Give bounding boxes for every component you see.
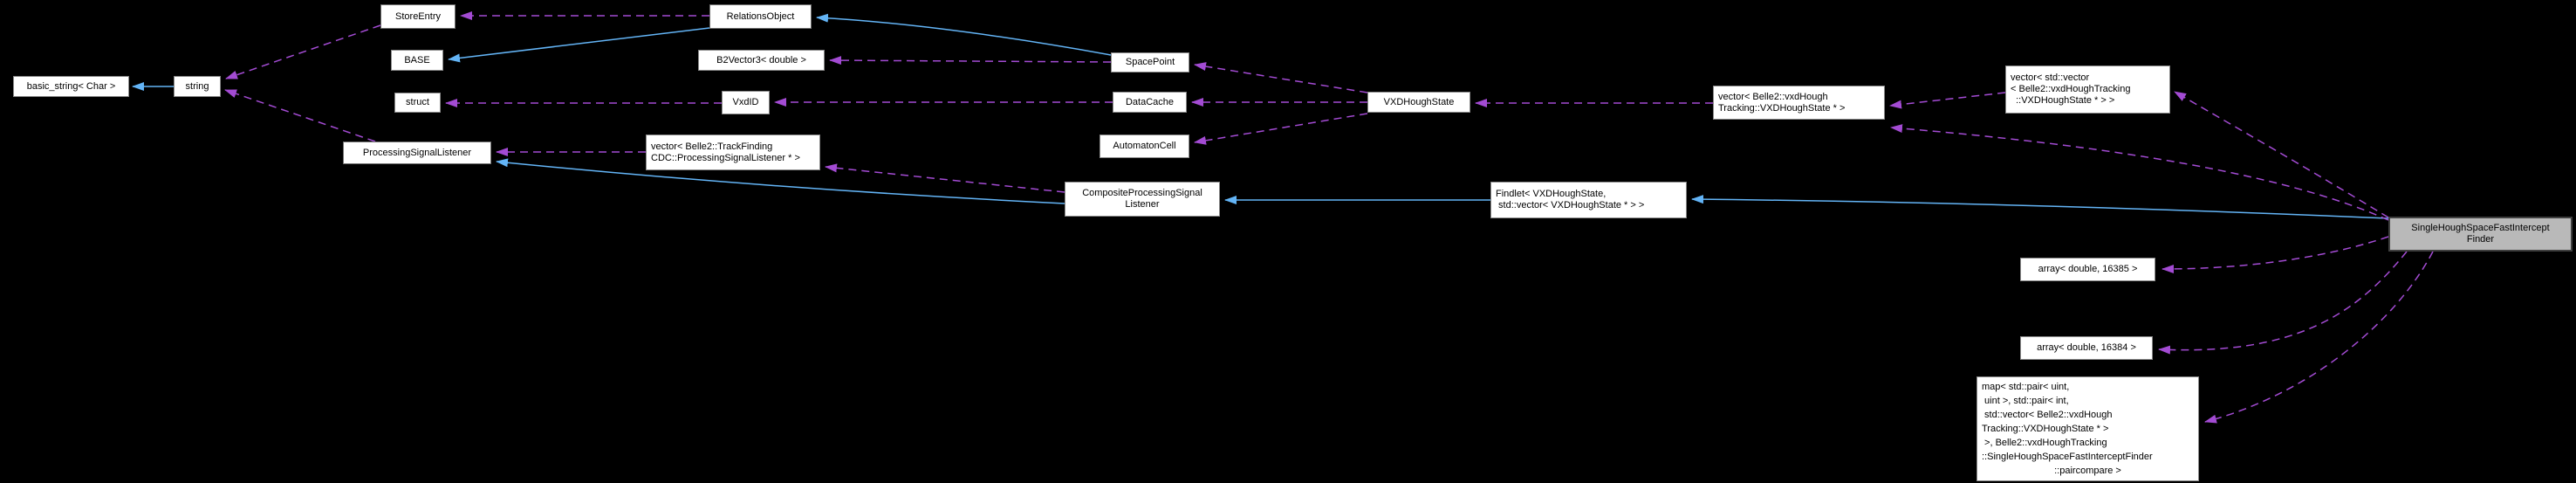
edge-spacepoint-relationsobject <box>816 13 1112 56</box>
node-processing-signal-listener[interactable]: ProcessingSignalListener <box>343 141 491 164</box>
node-label-line: SingleHoughSpaceFastIntercept <box>2411 223 2550 233</box>
node-vxd-hough-state[interactable]: VXDHoughState <box>1367 92 1470 113</box>
node-vector-processing-signal-listener[interactable]: vector< Belle2::TrackFinding CDC::Proces… <box>646 135 820 170</box>
node-label-line: ::paircompare > <box>2054 466 2121 476</box>
node-label: array< double, 16384 > <box>2037 342 2136 353</box>
edge-composite-psl <box>496 158 1065 204</box>
node-label: BASE <box>404 54 430 66</box>
node-struct[interactable]: struct <box>394 93 441 113</box>
node-label: string <box>185 80 209 92</box>
node-vector-vxd-hough-state[interactable]: vector< Belle2::vxdHough Tracking::VXDHo… <box>1713 86 1885 120</box>
edge-storeentry-string <box>225 24 381 79</box>
edge-composite-vectorpsl <box>825 163 1065 193</box>
node-label-line: ::VXDHoughState * > > <box>2011 95 2115 106</box>
node-label-line: Listener <box>1125 199 1160 210</box>
node-label-line: vector< std::vector <box>2011 72 2090 83</box>
node-label: struct <box>406 97 429 107</box>
node-label-line: uint >, std::pair< int, <box>1982 396 2069 406</box>
node-b2vector3[interactable]: B2Vector3< double > <box>698 50 825 71</box>
node-label-line: CDC::ProcessingSignalListener * > <box>651 152 800 163</box>
node-store-entry[interactable]: StoreEntry <box>380 4 456 29</box>
edge-singlehough-map <box>2204 251 2434 424</box>
edge-singlehough-vectorvxd <box>1890 124 2389 221</box>
node-label: SpacePoint <box>1125 57 1175 67</box>
edge-vxdhoughstate-automatoncell <box>1194 113 1368 145</box>
node-label: DataCache <box>1125 96 1175 107</box>
node-vxdid[interactable]: VxdID <box>722 91 770 114</box>
edge-singlehough-vectorvecvxd <box>2174 91 2389 218</box>
node-label: AutomatonCell <box>1113 141 1176 151</box>
edge-vxdhoughstate-spacepoint <box>1194 62 1368 93</box>
node-label-line: Tracking::VXDHoughState * > <box>1982 424 2109 434</box>
node-findlet[interactable]: Findlet< VXDHoughState, std::vector< VXD… <box>1490 182 1687 218</box>
node-map-paircompare[interactable]: map< std::pair< uint, uint >, std::pair<… <box>1977 376 2199 481</box>
node-label-line: Tracking::VXDHoughState * > <box>1718 102 1846 114</box>
node-label: basic_string< Char > <box>26 80 116 92</box>
node-label-line: vector< Belle2::vxdHough <box>1718 91 1828 102</box>
node-label: VXDHoughState <box>1383 96 1455 107</box>
node-label: RelationsObject <box>726 10 795 22</box>
node-label-line: Finder <box>2466 234 2495 245</box>
edge-singlehough-findlet <box>1691 195 2389 219</box>
node-basic-string[interactable]: basic_string< Char > <box>13 76 129 97</box>
edge-spacepoint-b2vector3 <box>829 56 1112 66</box>
node-label-line: Findlet< VXDHoughState, <box>1496 189 1607 199</box>
edge-vectorvecvxd-vectorvxd <box>1889 92 2006 109</box>
node-label: VxdID <box>732 97 759 107</box>
edge-psl-string <box>224 89 376 142</box>
node-composite-processing-signal-listener[interactable]: CompositeProcessingSignal Listener <box>1065 182 1220 217</box>
node-string[interactable]: string <box>174 76 221 97</box>
node-base[interactable]: BASE <box>391 50 443 71</box>
node-array-16385[interactable]: array< double, 16385 > <box>2020 258 2155 281</box>
node-label: B2Vector3< double > <box>716 54 806 66</box>
node-label: array< double, 16385 > <box>2038 264 2138 274</box>
edge-singlehough-array16385 <box>2162 236 2389 273</box>
node-label-line: std::vector< VXDHoughState * > > <box>1496 200 1645 210</box>
node-relations-object[interactable]: RelationsObject <box>709 4 812 29</box>
node-label: StoreEntry <box>395 10 441 22</box>
node-space-point[interactable]: SpacePoint <box>1111 52 1189 72</box>
node-array-16384[interactable]: array< double, 16384 > <box>2020 336 2153 360</box>
node-label-line: std::vector< Belle2::vxdHough <box>1982 410 2113 420</box>
node-label-line: CompositeProcessingSignal <box>1082 188 1202 198</box>
node-label-line: vector< Belle2::TrackFinding <box>651 141 773 152</box>
node-automaton-cell[interactable]: AutomatonCell <box>1100 135 1189 158</box>
node-single-hough-space-fast-intercept-finder[interactable]: SingleHoughSpaceFastIntercept Finder <box>2388 217 2573 252</box>
node-data-cache[interactable]: DataCache <box>1113 92 1187 113</box>
edge-singlehough-array16384 <box>2158 251 2408 355</box>
node-label-line: < Belle2::vxdHoughTracking <box>2011 84 2131 94</box>
node-vector-vector-vxd-hough-state[interactable]: vector< std::vector < Belle2::vxdHoughTr… <box>2005 66 2170 114</box>
edge-relationsobject-base <box>448 27 710 63</box>
node-label-line: map< std::pair< uint, <box>1982 382 2070 392</box>
node-label-line: ::SingleHoughSpaceFastInterceptFinder <box>1982 452 2153 462</box>
node-label: ProcessingSignalListener <box>362 147 472 158</box>
node-label-line: >, Belle2::vxdHoughTracking <box>1982 438 2107 448</box>
